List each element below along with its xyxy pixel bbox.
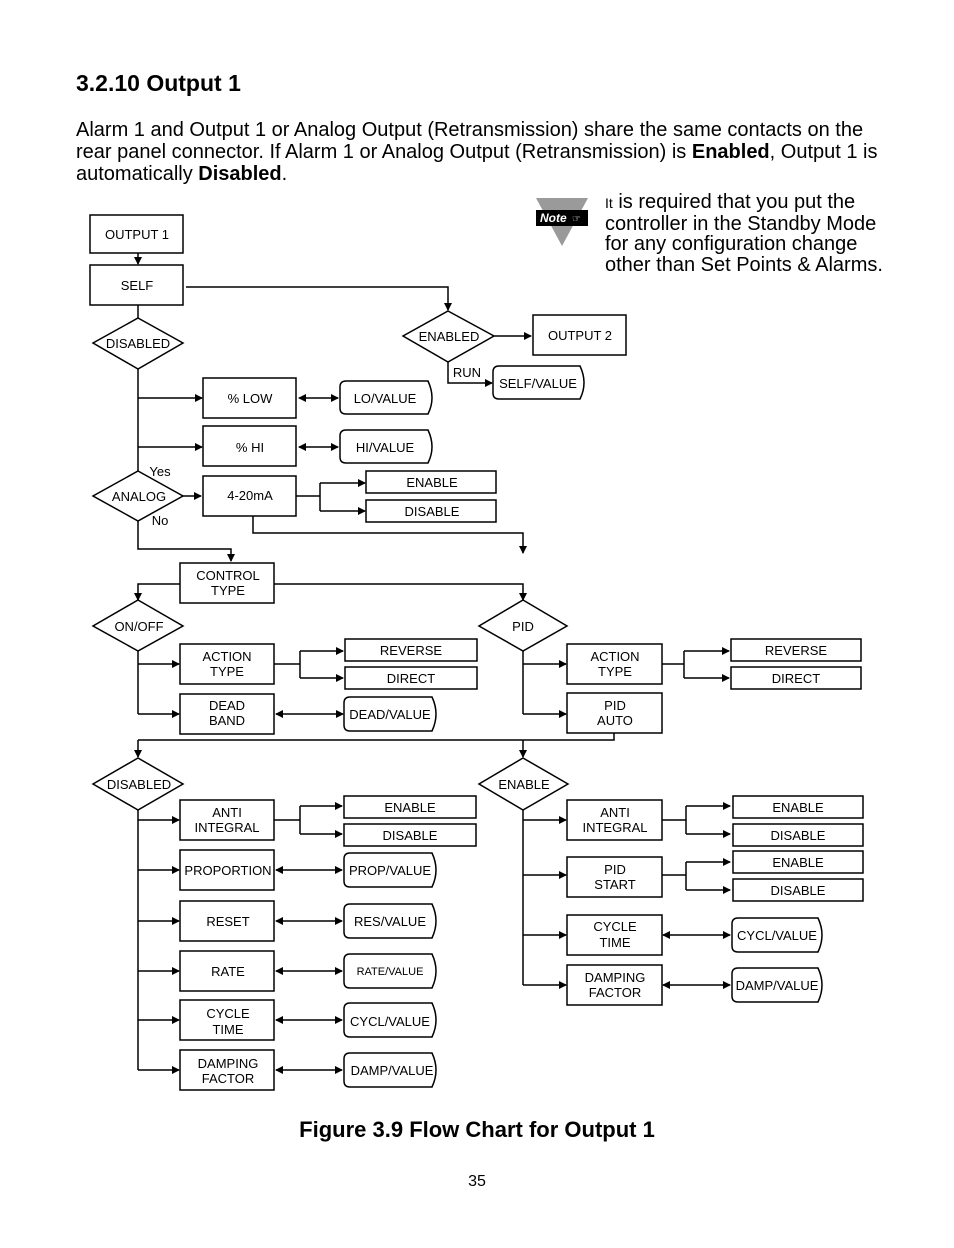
rate-value-label: RATE/VALUE [357, 966, 424, 978]
prop-value-label: PROP/VALUE [349, 863, 431, 878]
note-icon: Note ☞ [536, 198, 588, 246]
note-lead: It [605, 195, 613, 211]
no-label: No [152, 513, 169, 528]
intro-part1: Alarm 1 and Output 1 or Analog Output (R… [76, 119, 864, 163]
reverse-right-label: REVERSE [765, 643, 827, 658]
rate-label: RATE [211, 964, 245, 979]
process-boxes [89, 214, 864, 1091]
pid-start-line2: START [594, 877, 635, 892]
lo-value-label: LO/VALUE [354, 391, 417, 406]
cycle-time-right-line1: CYCLE [593, 919, 637, 934]
reverse-left-label: REVERSE [380, 643, 442, 658]
decision-diamonds [91, 310, 570, 811]
cycle-time-left-line2: TIME [212, 1022, 243, 1037]
disable-right-1-label: DISABLE [771, 828, 826, 843]
page-number: 35 [468, 1173, 486, 1190]
cycl-value-left-label: CYCL/VALUE [350, 1014, 430, 1029]
output2-label: OUTPUT 2 [548, 328, 612, 343]
disabled-top-label: DISABLED [106, 336, 170, 351]
analog-label: ANALOG [112, 489, 166, 504]
pid-label: PID [512, 619, 534, 634]
action-type-right-line2: TYPE [598, 664, 632, 679]
hi-value-label: HI/VALUE [356, 440, 415, 455]
intro-bold-disabled: Disabled [198, 163, 282, 185]
note-body: is required that you put the controller … [605, 191, 883, 276]
pct-low-label: % LOW [228, 391, 274, 406]
run-label: RUN [453, 365, 481, 380]
disabled-bottom-label: DISABLED [107, 777, 171, 792]
pct-hi-label: % HI [236, 440, 264, 455]
pointing-hand-icon: ☞ [572, 214, 581, 225]
note-icon-label: Note [540, 211, 567, 225]
enabled-label: ENABLED [419, 329, 480, 344]
output1-label: OUTPUT 1 [105, 227, 169, 242]
enable-right-1-label: ENABLE [772, 800, 824, 815]
self-value-label: SELF/VALUE [499, 376, 577, 391]
enable-left-label: ENABLE [384, 800, 436, 815]
reset-label: RESET [206, 914, 249, 929]
intro-part3: . [281, 163, 288, 185]
action-type-right-line1: ACTION [590, 649, 639, 664]
proportion-label: PROPORTION [184, 863, 271, 878]
ma-label: 4-20mA [227, 488, 273, 503]
direct-right-label: DIRECT [772, 671, 820, 686]
disable-right-2-label: DISABLE [771, 883, 826, 898]
dead-band-line2: BAND [209, 713, 245, 728]
intro-bold-enabled: Enabled [691, 141, 770, 163]
pid-auto-line1: PID [604, 698, 626, 713]
control-type-line2: TYPE [211, 583, 245, 598]
analog-disable-label: DISABLE [405, 504, 460, 519]
enable-bottom-label: ENABLE [498, 777, 550, 792]
connector-lines [134, 253, 731, 1074]
damping-factor-right-line1: DAMPING [585, 970, 646, 985]
yes-label: Yes [149, 464, 171, 479]
analog-enable-label: ENABLE [406, 475, 458, 490]
damp-value-left-label: DAMP/VALUE [351, 1063, 434, 1078]
cycle-time-left-line1: CYCLE [206, 1006, 250, 1021]
dead-band-line1: DEAD [209, 698, 245, 713]
res-value-label: RES/VALUE [354, 914, 426, 929]
intro-paragraph: Alarm 1 and Output 1 or Analog Output (R… [76, 119, 896, 185]
damping-factor-right-line2: FACTOR [589, 985, 642, 1000]
pid-auto-line2: AUTO [597, 713, 633, 728]
self-label: SELF [121, 278, 154, 293]
section-heading: 3.2.10 Output 1 [76, 70, 241, 96]
dead-value-label: DEAD/VALUE [349, 707, 431, 722]
damping-factor-left-line1: DAMPING [198, 1056, 259, 1071]
onoff-label: ON/OFF [114, 619, 163, 634]
action-type-left-line2: TYPE [210, 664, 244, 679]
anti-integral-right-line2: INTEGRAL [582, 820, 647, 835]
value-displays [339, 365, 823, 1088]
direct-left-label: DIRECT [387, 671, 435, 686]
cycle-time-right-line2: TIME [599, 935, 630, 950]
pid-start-line1: PID [604, 862, 626, 877]
figure-caption: Figure 3.9 Flow Chart for Output 1 [299, 1117, 655, 1142]
note-text: It is required that you put the controll… [605, 192, 895, 275]
control-type-line1: CONTROL [196, 568, 260, 583]
anti-integral-left-line2: INTEGRAL [194, 820, 259, 835]
cycl-value-right-label: CYCL/VALUE [737, 928, 817, 943]
action-type-left-line1: ACTION [202, 649, 251, 664]
anti-integral-left-line1: ANTI [212, 805, 242, 820]
anti-integral-right-line1: ANTI [600, 805, 630, 820]
intro-part2: , Output 1 is automatically [76, 141, 878, 185]
damp-value-right-label: DAMP/VALUE [736, 978, 819, 993]
damping-factor-left-line2: FACTOR [202, 1071, 255, 1086]
enable-right-2-label: ENABLE [772, 855, 824, 870]
flowchart: OUTPUT 1 SELF DISABLED ENABLED OUTPUT 2 … [89, 214, 864, 1091]
disable-left-label: DISABLE [383, 828, 438, 843]
